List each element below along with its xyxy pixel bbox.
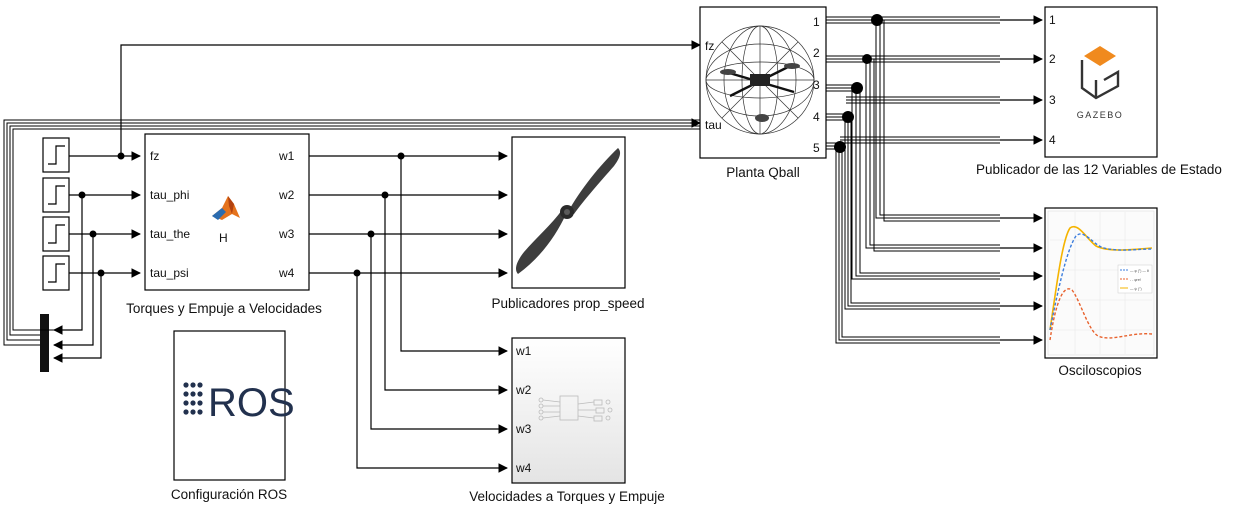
qball-caption: Planta Qball [726,165,800,180]
propeller-icon [516,148,621,274]
step-source-1[interactable] [42,137,70,173]
ros-block[interactable]: ROS [173,330,295,481]
torques-block[interactable]: fz tau_phi tau_the tau_psi w1 w2 w3 w4 H [144,133,310,291]
function-label: H [219,231,228,245]
port-out-1: 1 [813,15,820,29]
port-w1: w1 [278,149,295,163]
w-wires [309,151,508,473]
step-wires [53,40,701,363]
port-tau-psi: tau_psi [150,266,189,280]
gazebo-logo [1080,46,1120,100]
port-out-3: 3 [813,78,820,92]
matlab-icon [212,196,240,220]
port-in-2: 2 [1049,52,1056,66]
step-source-3[interactable] [42,216,70,252]
port-in-3: 3 [1049,93,1056,107]
port-fz: fz [150,149,159,163]
port-tau: tau [705,118,722,132]
step-source-4[interactable] [42,255,70,291]
props-caption: Publicadores prop_speed [491,296,644,311]
port-w2: w2 [515,383,532,397]
ros-logo [183,382,203,415]
gazebo-caption: Publicador de las 12 Variables de Estado [976,162,1222,177]
step-source-2[interactable] [42,177,70,213]
scope-caption: Osciloscopios [1058,363,1142,378]
ros-logo-text: ROS [208,381,295,425]
vel-caption: Velocidades a Torques y Empuje [469,489,665,504]
scope-plot: — φ (°) — θ - - φref — ψ (°) [1047,210,1155,356]
scope-block[interactable]: — φ (°) — θ - - φref — ψ (°) [1044,207,1158,359]
step-icon [48,263,65,283]
port-w3: w3 [515,422,532,436]
port-w4: w4 [278,266,295,280]
port-in-1: 1 [1049,13,1056,27]
tau-bus [3,118,701,346]
port-w2: w2 [278,188,295,202]
qball-output-buses [826,14,1043,345]
gazebo-logo-text: GAZEBO [1077,110,1124,120]
port-out-5: 5 [813,141,820,155]
port-out-2: 2 [813,46,820,60]
step-icon [48,145,65,165]
step-icon [48,224,65,244]
legend-entry-1: — φ (°) — θ [1130,269,1149,273]
step-icon [48,185,65,205]
port-fz: fz [705,39,714,53]
legend-entry-2: - - φref [1130,278,1141,282]
port-tau-phi: tau_phi [150,188,189,202]
props-block[interactable] [511,136,626,289]
legend-entry-3: — ψ (°) [1130,287,1142,291]
ros-caption: Configuración ROS [171,487,287,502]
port-out-4: 4 [813,110,820,124]
subsystem-icon [538,395,613,422]
gazebo-block[interactable]: 1 2 3 4 GAZEBO [1044,6,1158,158]
qball-block[interactable]: fz tau 1 2 3 4 5 [699,6,827,159]
mux-bar[interactable] [40,314,49,372]
torques-caption: Torques y Empuje a Velocidades [126,301,322,316]
port-in-4: 4 [1049,133,1056,147]
port-tau-the: tau_the [150,227,190,241]
drone-sphere-icon [705,25,815,135]
port-w4: w4 [515,461,532,475]
vel-block[interactable]: w1 w2 w3 w4 [511,337,626,484]
port-w1: w1 [515,344,532,358]
port-w3: w3 [278,227,295,241]
